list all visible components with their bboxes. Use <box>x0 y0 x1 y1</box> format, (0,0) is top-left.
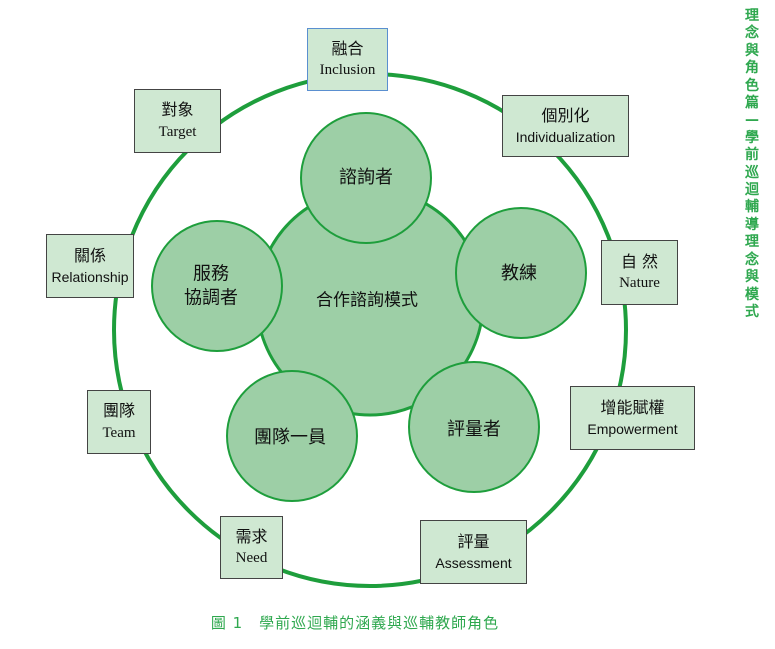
concept-en: Target <box>158 123 197 140</box>
concept-en: Nature <box>619 275 660 292</box>
role-label-team-member: 團隊一員 <box>254 426 326 448</box>
concept-en: Empowerment <box>587 421 678 438</box>
concept-box-team: 團隊 Team <box>87 390 151 454</box>
role-circle-assessor <box>408 361 540 493</box>
concept-en: Need <box>235 550 268 567</box>
side-chapter-title: 理念與角色篇—學前巡迴輔導理念與模式 <box>745 8 759 320</box>
center-label: 合作諮詢模式 <box>316 290 418 311</box>
concept-box-target: 對象 Target <box>134 89 221 153</box>
role-circle-consultant <box>300 112 432 244</box>
concept-box-empowerment: 增能賦權 Empowerment <box>570 386 695 450</box>
concept-zh: 關係 <box>73 245 106 265</box>
concept-en: Relationship <box>51 269 129 286</box>
role-circle-service-coordinator <box>151 220 283 352</box>
role-label-service-coordinator: 服務 協調者 <box>184 263 238 309</box>
concept-zh: 個別化 <box>541 105 590 125</box>
role-label-assessor: 評量者 <box>447 418 501 440</box>
role-label-coach: 教練 <box>501 262 537 284</box>
concept-zh: 需求 <box>235 526 268 546</box>
concept-en: Individualization <box>515 129 616 146</box>
concept-box-inclusion: 融合 Inclusion <box>307 28 388 91</box>
concept-zh: 評量 <box>457 531 490 551</box>
concept-en: Inclusion <box>319 62 376 79</box>
concept-zh: 增能賦權 <box>600 397 665 417</box>
concept-box-relationship: 關係 Relationship <box>46 234 134 298</box>
concept-zh: 團隊 <box>102 401 135 421</box>
concept-box-individualization: 個別化 Individualization <box>502 95 629 157</box>
role-circle-team-member <box>226 370 358 502</box>
concept-en: Team <box>102 424 136 441</box>
figure-caption: 圖 1 學前巡迴輔的涵義與巡輔教師角色 <box>210 614 500 632</box>
role-label-consultant: 諮詢者 <box>339 166 393 188</box>
concept-box-need: 需求 Need <box>220 516 283 579</box>
concept-zh: 對象 <box>161 100 194 120</box>
concept-en: Assessment <box>435 555 512 572</box>
role-circle-coach <box>455 207 587 339</box>
concept-box-assessment: 評量 Assessment <box>420 520 527 584</box>
concept-box-nature: 自 然 Nature <box>601 240 678 305</box>
concept-zh: 融合 <box>331 38 364 58</box>
concept-zh: 自 然 <box>620 251 659 271</box>
